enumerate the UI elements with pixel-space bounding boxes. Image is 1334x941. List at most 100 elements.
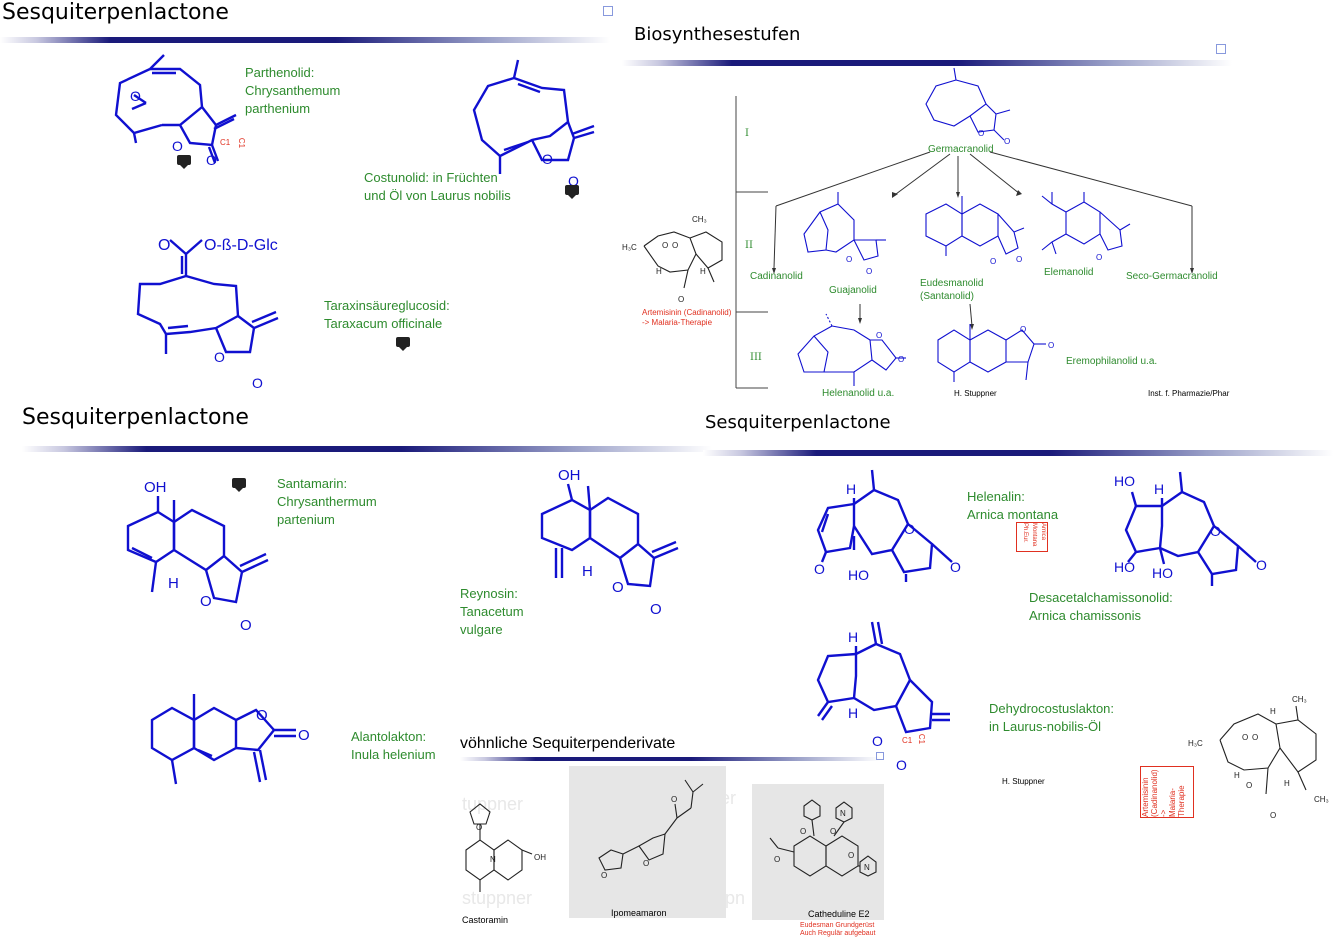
svg-text:O: O (252, 375, 263, 391)
svg-text:O: O (200, 593, 212, 610)
svg-text:O: O (1020, 325, 1026, 334)
comment-icon[interactable] (565, 185, 579, 199)
eudesmanolid-label: Eudesmanolid (Santanolid) (920, 278, 984, 302)
germacranolide-structure: O O (925, 67, 1010, 146)
helenalin-caption: Helenalin: Arnica montana (967, 489, 1059, 522)
svg-text:O: O (1242, 733, 1248, 742)
artemisinin-box: Artemisinin (Cadinanolid) -> Malaria- Th… (1140, 766, 1194, 818)
taraxin-caption: Taraxinsäureglucosid: Taraxacum officina… (324, 298, 450, 331)
svg-text:O: O (846, 255, 852, 264)
svg-text:O: O (662, 241, 668, 250)
arnica-montana-box: Arnica Montana Ph.Eur. (1016, 522, 1048, 552)
svg-text:N: N (840, 809, 846, 818)
svg-text:O: O (774, 855, 780, 864)
reynosin-structure: OH H O O (540, 467, 679, 618)
catheduline-image: N N O O O O Catheduline E2 (752, 784, 884, 920)
c1-label: C1 (917, 733, 927, 745)
dehydrocostus-lactone-structure: H H O O (816, 621, 950, 773)
svg-text:H: H (1154, 481, 1164, 497)
svg-text:O: O (172, 138, 183, 154)
slide1-title-bar (0, 37, 610, 43)
stage-II: II (745, 240, 753, 251)
svg-text:O: O (896, 757, 907, 773)
cadinanolid-label: Cadinanolid (750, 271, 803, 282)
svg-text:H: H (848, 705, 858, 721)
svg-text:O: O (568, 173, 579, 189)
slide4-title-bar (703, 450, 1333, 456)
oh-label: OH (144, 479, 167, 496)
guajanolid-label: Guajanolid (829, 285, 877, 296)
alantolakton-caption: Alantolakton: Inula helenium (351, 729, 436, 762)
institute-credit: Inst. f. Pharmazie/Phar (1148, 389, 1230, 398)
svg-text:O: O (612, 579, 624, 596)
svg-text:N: N (490, 855, 496, 864)
stage-lines (735, 96, 768, 389)
svg-text:O: O (1210, 523, 1221, 539)
svg-text:O: O (814, 561, 825, 577)
desacetalchamissonolid-caption: Desacetalchamissonolid: Arnica chamisson… (1029, 590, 1173, 623)
svg-text:H: H (700, 267, 706, 276)
ho-label: HO (848, 567, 869, 583)
svg-text:O: O (130, 88, 141, 104)
svg-text:HO: HO (1152, 565, 1173, 581)
seco-germacranolid-label: Seco-Germacranolid (1126, 271, 1218, 282)
oh-label: OH (558, 467, 581, 484)
germacranolid-label: Germacranolid (928, 144, 994, 155)
parthenolide-structure: O O O (114, 54, 237, 168)
slide3-title: Sesquiterpenlactone (22, 405, 249, 430)
glc-label: O-ß-D-Glc (204, 237, 278, 254)
svg-text:O: O (978, 129, 984, 138)
eremophilanolid-label: Eremophilanolid u.a. (1066, 356, 1158, 367)
svg-text:O: O (214, 349, 225, 365)
h3c-label: H₃C (622, 243, 637, 252)
slide1-note-icon[interactable] (603, 6, 613, 16)
artemisinin-small-structure: CH₃ H₃C O O H H O (622, 215, 723, 304)
svg-text:O: O (950, 559, 961, 575)
comment-icon[interactable] (177, 155, 191, 169)
c1-label-b: C1 (237, 137, 247, 149)
comment-icon[interactable] (232, 478, 246, 492)
svg-text:O: O (643, 859, 649, 868)
svg-text:O: O (240, 617, 252, 634)
helenanolide-structure: O O (797, 313, 906, 386)
slide2-title-bar (622, 60, 1232, 66)
svg-text:O: O (158, 237, 170, 254)
eudesman-red-note: Eudesman Grundgerüst Auch Regulär aufgeb… (800, 922, 876, 937)
biosynthesis-arrows (772, 151, 1194, 330)
santamarin-caption: Santamarin: Chrysanthermum partenium (277, 476, 377, 527)
castoramin-caption: Castoramin (462, 915, 509, 925)
svg-text:H: H (848, 629, 858, 645)
svg-text:O: O (866, 267, 872, 276)
elemanolide-structure: O (1041, 192, 1131, 262)
svg-text:H: H (1284, 779, 1290, 788)
svg-text:O: O (876, 331, 882, 340)
svg-text:O: O (542, 151, 553, 167)
svg-text:O: O (476, 823, 482, 832)
catheduline-caption: Catheduline E2 (808, 909, 870, 919)
alantolactone-structure: O O (150, 694, 310, 785)
svg-text:O: O (1048, 341, 1054, 350)
costunolide-structure: O O (472, 59, 595, 189)
ghost-watermark: stuppner (462, 888, 533, 908)
svg-text:O: O (1246, 781, 1252, 790)
c1-label: C1 (902, 736, 913, 745)
h3c-label: H₃C (1188, 739, 1203, 748)
svg-text:H: H (168, 575, 179, 592)
ch3-label: CH₃ (692, 215, 707, 224)
artemisinin-note: Artemisinin (Cadinanolid) -> Malaria-The… (642, 308, 732, 327)
slide5-note-icon[interactable] (876, 752, 884, 760)
comment-icon[interactable] (396, 337, 410, 351)
svg-text:O: O (1004, 137, 1010, 146)
stuppner-credit: H. Stuppner (954, 389, 997, 398)
eudesmanolide-structure: O O (925, 196, 1025, 266)
slide2-note-icon[interactable] (1216, 44, 1226, 54)
ch3-label: CH₃ (1292, 695, 1307, 704)
svg-text:H: H (1270, 707, 1276, 716)
svg-text:O: O (990, 257, 996, 266)
svg-text:H: H (582, 563, 593, 580)
slide1-title: Sesquiterpenlactone (2, 0, 229, 25)
ho-label: HO (1114, 473, 1135, 489)
slide2-title: Biosynthesestufen (634, 24, 801, 45)
slide5-title: vöhnliche Sequiterpenderivate (460, 735, 676, 752)
svg-text:O: O (298, 727, 310, 744)
